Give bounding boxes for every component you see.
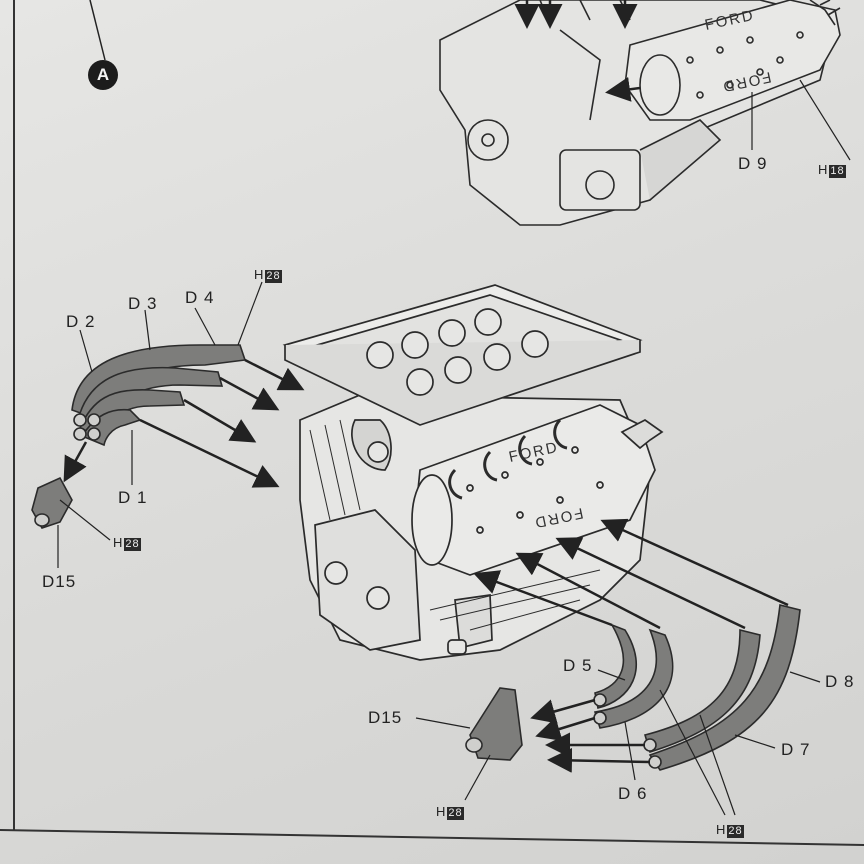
top-engine [439, 0, 841, 226]
label-d9: D 9 [738, 154, 768, 173]
label-h28-left-top-prefix: H [254, 267, 265, 282]
step-pointer-line [89, 0, 106, 61]
label-h18-num: 18 [829, 165, 846, 178]
label-h28-left-cap-num: 28 [124, 538, 141, 551]
label-d15-right: D15 [368, 708, 403, 727]
label-d8: D 8 [825, 672, 855, 691]
label-h28-right-cap-num: 28 [447, 807, 464, 820]
right-exhaust-manifold [593, 604, 801, 771]
label-h18-prefix: H [818, 162, 829, 177]
label-d7: D 7 [781, 740, 811, 759]
label-d2: D 2 [66, 312, 96, 331]
label-h28-left-top-num: 28 [265, 270, 282, 283]
right-end-cap [465, 687, 523, 761]
label-d3: D 3 [128, 294, 158, 313]
label-d4: D 4 [185, 288, 215, 307]
label-d5: D 5 [563, 656, 593, 675]
left-exhaust-manifold [71, 344, 247, 447]
label-h28-left-cap-prefix: H [113, 535, 124, 550]
label-h28-right-pipe-num: 28 [727, 825, 744, 838]
label-d15-left: D15 [42, 572, 77, 591]
step-marker-a: A [88, 60, 118, 90]
label-h28-right-pipe-prefix: H [716, 822, 727, 837]
label-d6: D 6 [618, 784, 648, 803]
label-d1: D 1 [118, 488, 148, 507]
page-border-bottom [0, 829, 864, 846]
label-h28-right-cap-prefix: H [436, 804, 447, 819]
main-engine [282, 284, 664, 661]
left-end-cap [31, 476, 73, 529]
